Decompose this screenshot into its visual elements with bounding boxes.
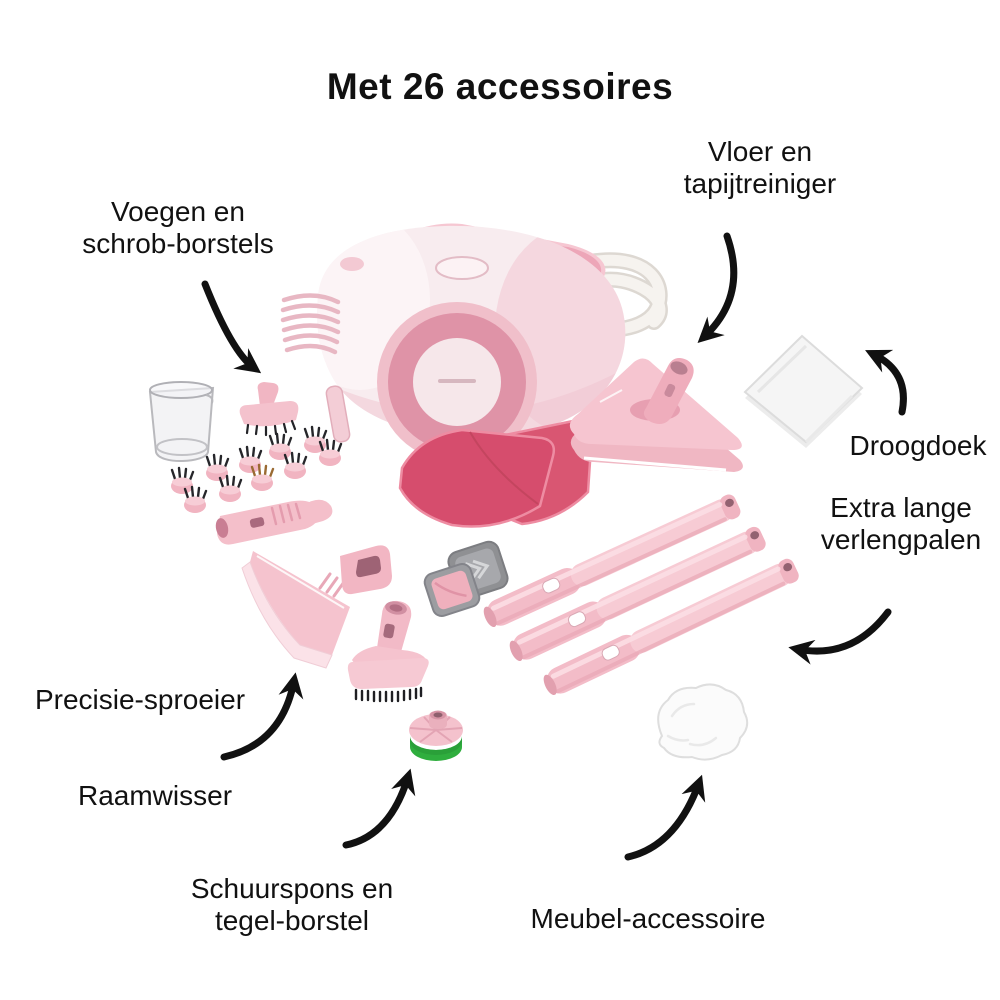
window-squeegee — [241, 545, 392, 669]
label-furniture-accessory: Meubel-accessoire — [530, 903, 766, 934]
label-precision-sprayer: Precisie-sproeier — [34, 684, 246, 715]
scrub-pads — [423, 540, 509, 617]
mop-pads — [398, 418, 594, 528]
arrow-vloer — [697, 232, 738, 344]
arrow-verlengpalen — [788, 608, 892, 665]
label-drying-cloth: Droogdoek — [849, 430, 987, 461]
angled-spray-nozzle — [215, 499, 333, 545]
label-window-squeegee: Raamwisser — [77, 780, 233, 811]
extension-poles — [483, 494, 799, 696]
round-detail-brushes — [170, 425, 343, 513]
arrow-meubel — [624, 774, 706, 861]
brass-round-brush — [250, 463, 275, 491]
label-scour-sponge-tile-brush: Schuurspons en tegel-borstel — [190, 873, 394, 937]
arrow-droogdoek — [865, 349, 907, 416]
arrow-voegen — [201, 280, 262, 374]
arrow-precisie — [220, 672, 304, 761]
tile-brush — [347, 600, 429, 703]
arrow-schuurspons — [342, 768, 416, 849]
furniture-bonnet — [657, 683, 749, 761]
measuring-cup — [148, 381, 215, 462]
label-grout-scrub-brushes: Voegen en schrob-borstels — [82, 196, 274, 260]
page-title: Met 26 accessoires — [326, 66, 674, 107]
label-floor-carpet-cleaner: Vloer en tapijtreiniger — [683, 136, 837, 200]
triangle-floor-head — [569, 358, 743, 472]
drying-cloth — [743, 334, 864, 448]
brand-mark — [438, 379, 476, 383]
scour-sponge — [409, 710, 463, 761]
label-extension-poles: Extra lange verlengpalen — [820, 492, 982, 556]
grout-brush-nozzle — [239, 382, 299, 437]
